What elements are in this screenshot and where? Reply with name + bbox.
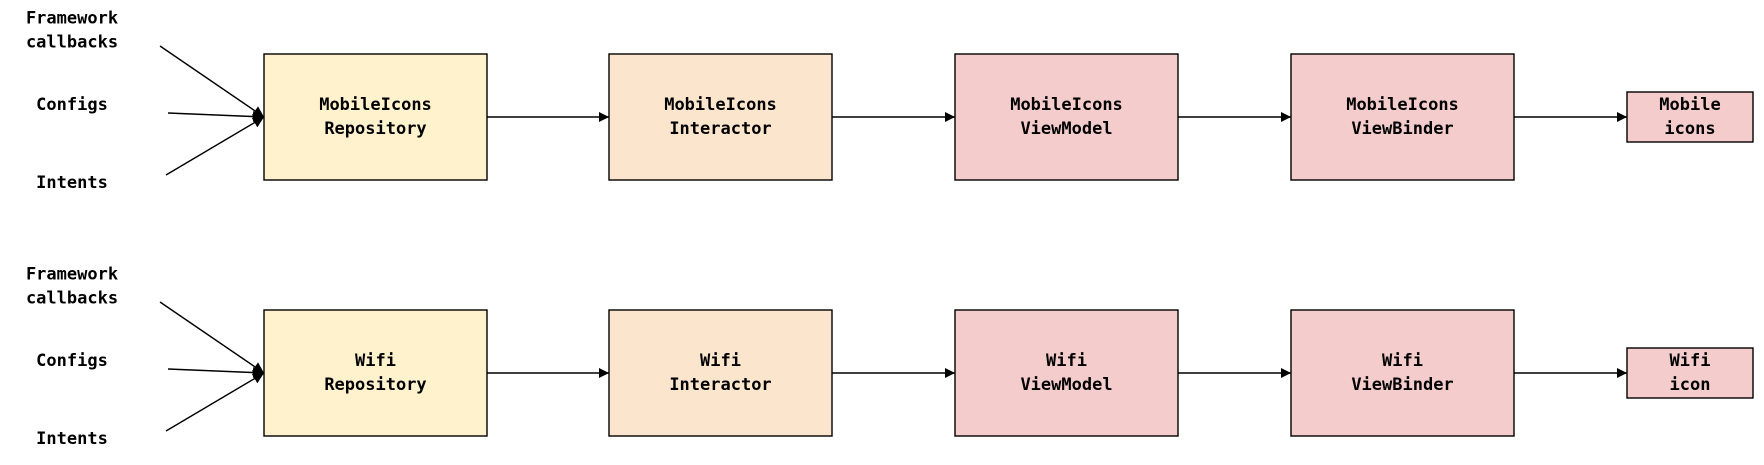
source-configs: Configs (36, 351, 108, 371)
node-mobile-icons-output: Mobile icons (1626, 91, 1754, 143)
output-label-line: Wifi (1670, 351, 1711, 371)
source-label-line: callbacks (26, 289, 118, 309)
output-label-line: Mobile (1659, 95, 1720, 115)
arrow-intents-to-repository (165, 372, 265, 432)
source-label-line: Intents (36, 429, 108, 449)
viewmodel-box (954, 309, 1179, 437)
arrow-intents-to-repository (165, 116, 265, 176)
output-box (1626, 347, 1754, 399)
source-label-line: Configs (36, 95, 108, 115)
source-intents: Intents (36, 429, 108, 449)
source-intents: Intents (36, 173, 108, 193)
node-wifi-icon-output: Wifi icon (1626, 347, 1754, 399)
repository-box (263, 309, 488, 437)
interactor-box (608, 53, 833, 181)
arrow-configs-to-repository (167, 111, 265, 123)
arrow-framework-callbacks-to-repository (159, 45, 265, 118)
repository-label-line: MobileIcons (319, 95, 432, 115)
viewmodel-box (954, 53, 1179, 181)
viewmodel-label-line: MobileIcons (1010, 95, 1123, 115)
source-label-line: Framework (26, 265, 118, 285)
arrow-framework-callbacks-to-repository (159, 301, 265, 374)
repository-label-line: Repository (324, 375, 426, 395)
interactor-label-line: Wifi (700, 351, 741, 371)
output-label-line: icons (1664, 119, 1715, 139)
interactor-label-line: Interactor (669, 375, 771, 395)
source-framework-callbacks: Framework callbacks (26, 9, 118, 53)
source-label-line: callbacks (26, 33, 118, 53)
viewbinder-label-line: Wifi (1382, 351, 1423, 371)
viewmodel-label-line: ViewModel (1020, 119, 1112, 139)
viewbinder-label-line: ViewBinder (1351, 375, 1453, 395)
source-label-line: Intents (36, 173, 108, 193)
source-configs: Configs (36, 95, 108, 115)
source-label-line: Framework (26, 9, 118, 29)
viewbinder-label-line: MobileIcons (1346, 95, 1459, 115)
source-framework-callbacks: Framework callbacks (26, 265, 118, 309)
interactor-label-line: Interactor (669, 119, 771, 139)
repository-label-line: Repository (324, 119, 426, 139)
output-box (1626, 91, 1754, 143)
arrow-configs-to-repository (167, 367, 265, 379)
output-label-line: icon (1670, 375, 1711, 395)
interactor-box (608, 309, 833, 437)
source-label-line: Configs (36, 351, 108, 371)
repository-box (263, 53, 488, 181)
viewmodel-label-line: Wifi (1046, 351, 1087, 371)
diagram-root: FrameworkcallbacksConfigsIntentsMobileIc… (26, 9, 1754, 449)
viewbinder-box (1290, 309, 1515, 437)
interactor-label-line: MobileIcons (664, 95, 777, 115)
viewmodel-label-line: ViewModel (1020, 375, 1112, 395)
repository-label-line: Wifi (355, 351, 396, 371)
viewbinder-box (1290, 53, 1515, 181)
viewbinder-label-line: ViewBinder (1351, 119, 1453, 139)
